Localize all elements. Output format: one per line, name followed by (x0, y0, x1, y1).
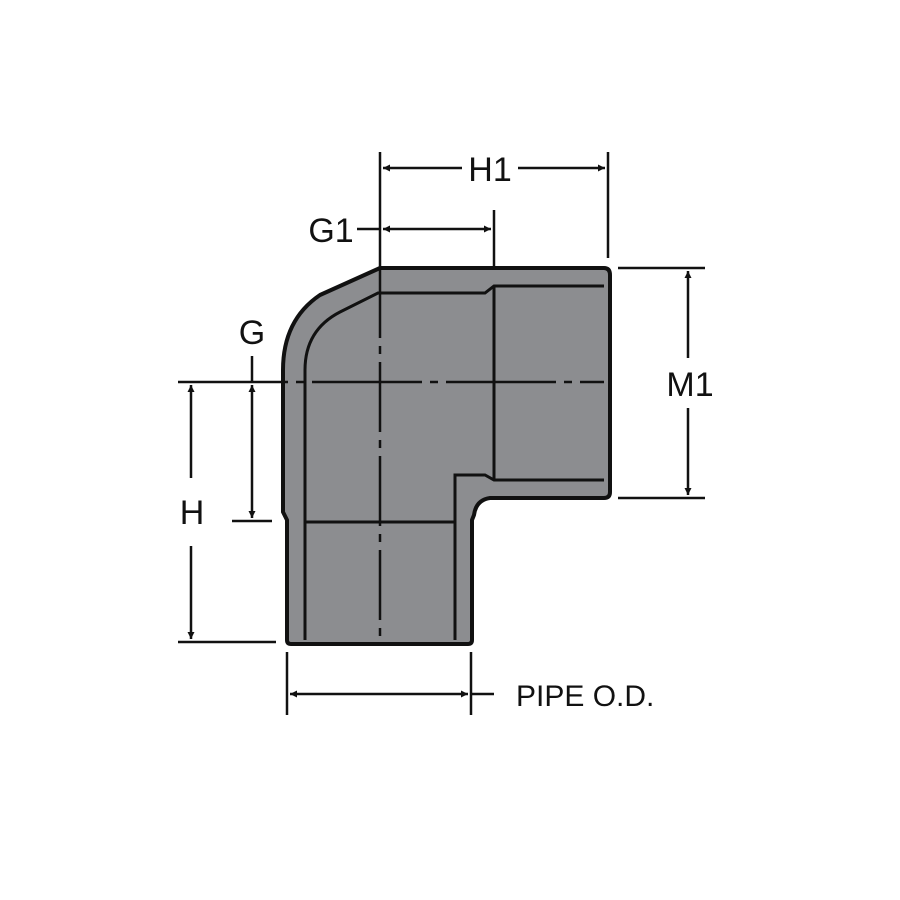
label-g: G (239, 314, 265, 352)
elbow-fitting (281, 266, 612, 646)
dimension-pipe-od: PIPE O.D. (290, 680, 654, 713)
dimension-g: G (239, 314, 265, 518)
label-pipe-od: PIPE O.D. (516, 680, 654, 713)
dimension-m1: M1 (666, 271, 714, 495)
label-m1: M1 (666, 366, 713, 404)
label-g1: G1 (308, 212, 353, 250)
label-h: H (180, 494, 205, 532)
dimension-h1: H1 (383, 151, 605, 189)
dimension-g1: G1 (308, 212, 491, 250)
center-lines (178, 268, 604, 644)
dimension-h: H (180, 385, 205, 639)
extension-lines (178, 152, 705, 715)
label-h1: H1 (468, 151, 511, 189)
